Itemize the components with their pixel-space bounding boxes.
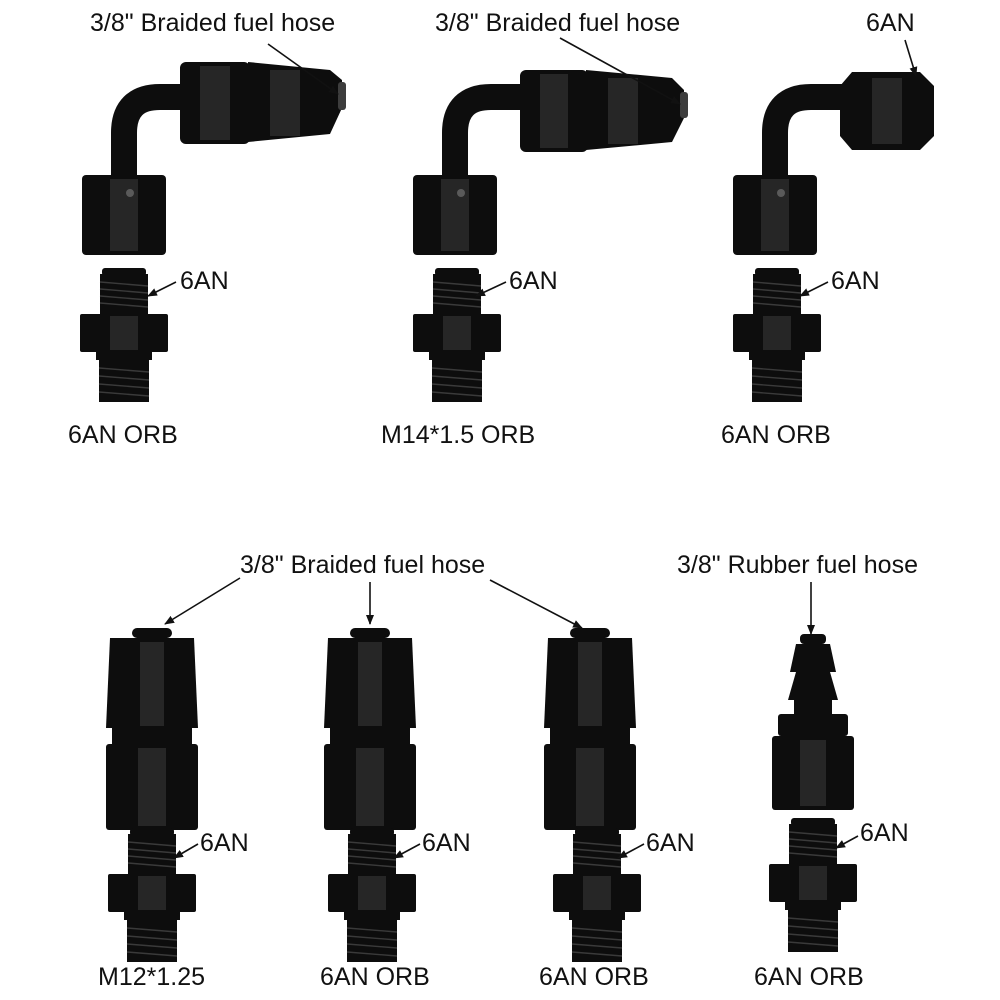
arrow-an-6	[617, 843, 645, 859]
fitting-4-hose-end	[106, 628, 198, 830]
fitting-6-adapter	[552, 827, 642, 963]
fitting-3-nut	[840, 72, 934, 150]
label-an-5: 6AN	[422, 829, 471, 857]
arrow-an-5	[393, 843, 421, 859]
label-rubber: 3/8" Rubber fuel hose	[677, 551, 918, 579]
label-an-2: 6AN	[509, 267, 558, 295]
fitting-2-hose-end	[413, 97, 527, 255]
fitting-4-adapter	[107, 827, 197, 963]
caption-2: M14*1.5 ORB	[381, 421, 535, 449]
fitting-1-socket	[180, 62, 346, 144]
arrow-an-1	[147, 281, 177, 297]
caption-5: 6AN ORB	[320, 963, 430, 991]
arrow-an-4	[173, 843, 199, 859]
label-an-4: 6AN	[200, 829, 249, 857]
arrow-an-2	[475, 281, 507, 297]
arrow-an-3	[799, 281, 829, 297]
fitting-7-barb-end	[772, 634, 854, 810]
caption-4: M12*1.25	[98, 963, 205, 991]
arrow-braided-2	[559, 37, 681, 105]
fitting-5-adapter	[327, 827, 417, 963]
label-braided-1: 3/8" Braided fuel hose	[90, 9, 335, 37]
fitting-5-hose-end	[324, 628, 416, 830]
caption-7: 6AN ORB	[754, 963, 864, 991]
label-an-1: 6AN	[180, 267, 229, 295]
arrow-an-top-right	[904, 39, 918, 77]
arrow-an-7	[835, 835, 859, 849]
fitting-6-hose-end	[544, 628, 636, 830]
arrow-braided-bottom-3	[489, 579, 583, 629]
label-braided-bottom: 3/8" Braided fuel hose	[240, 551, 485, 579]
arrow-braided-1	[267, 43, 339, 95]
caption-6: 6AN ORB	[539, 963, 649, 991]
label-an-7: 6AN	[860, 819, 909, 847]
fitting-7-adapter	[768, 817, 858, 953]
caption-1: 6AN ORB	[68, 421, 178, 449]
fitting-1-adapter	[79, 267, 169, 403]
label-braided-2: 3/8" Braided fuel hose	[435, 9, 680, 37]
label-an-3: 6AN	[831, 267, 880, 295]
fitting-3-adapter	[732, 267, 822, 403]
fitting-1-hose-end	[82, 97, 196, 255]
fitting-3-hose-end	[733, 97, 847, 255]
caption-3: 6AN ORB	[721, 421, 831, 449]
arrow-braided-bottom-1	[164, 577, 241, 625]
label-an-top-right: 6AN	[866, 9, 915, 37]
fitting-2-socket	[520, 70, 688, 152]
fitting-2-adapter	[412, 267, 502, 403]
label-an-6: 6AN	[646, 829, 695, 857]
